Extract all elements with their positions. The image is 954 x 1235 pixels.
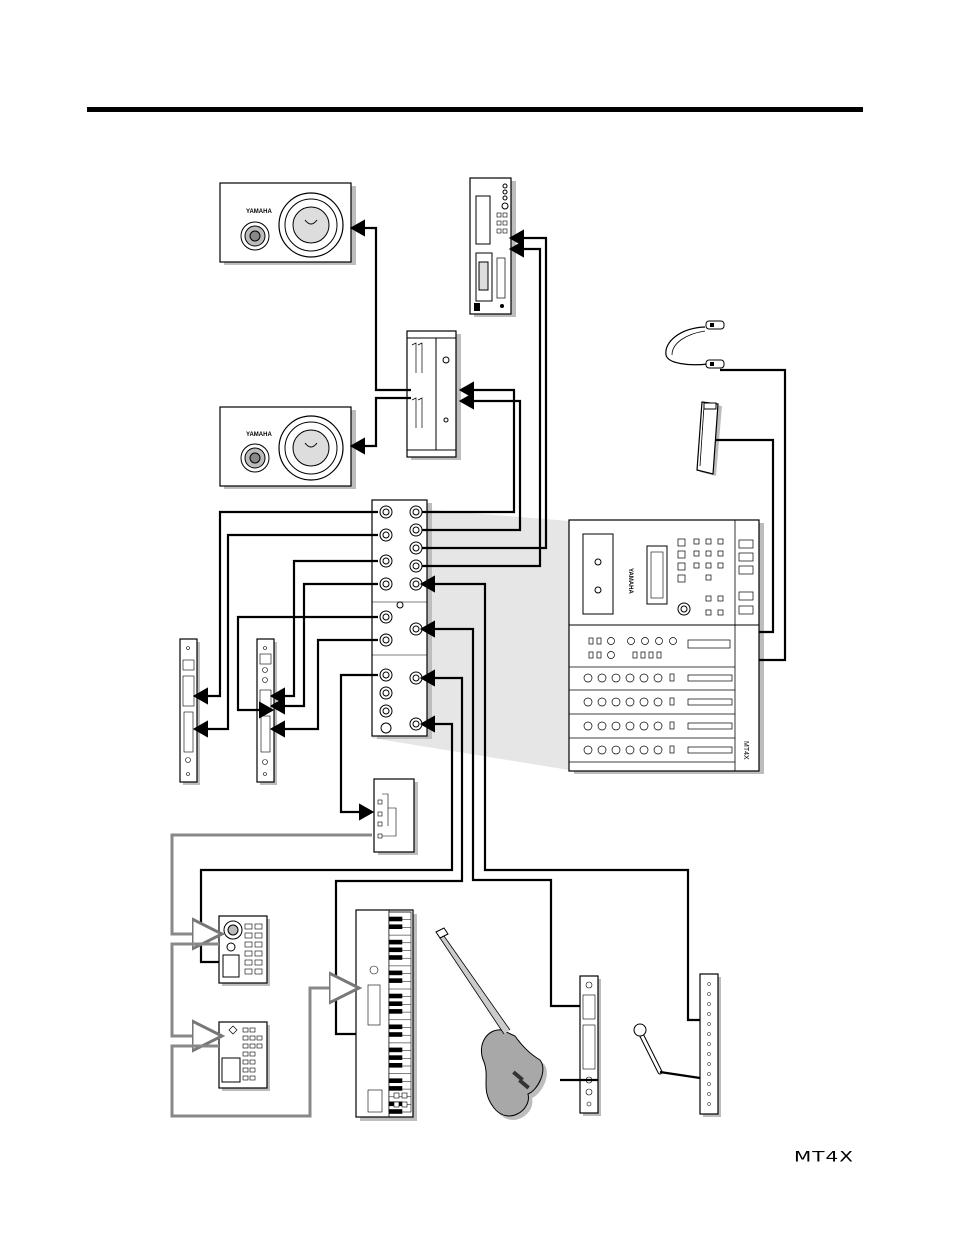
keyboard-black-key — [389, 948, 402, 952]
keyboard-black-key — [389, 940, 402, 944]
effects-unit-1 — [180, 639, 200, 785]
compressor — [580, 976, 601, 1116]
midi-thru-box — [374, 779, 418, 855]
keyboard-black-key — [389, 1063, 402, 1067]
keyboard-black-key — [389, 925, 402, 929]
microphone — [634, 1024, 660, 1072]
keyboard-black-key — [389, 1110, 402, 1114]
speaker-brand-label-2: YAMAHA — [246, 432, 272, 438]
speaker-brand-label-1: YAMAHA — [246, 209, 272, 215]
synthesizer — [356, 910, 417, 1121]
mt4x-multitrack: YAMAHA — [569, 520, 764, 774]
keyboard-black-key — [389, 1086, 402, 1090]
keyboard-black-key — [389, 1009, 402, 1013]
monitor-speaker-2: YAMAHA — [220, 407, 356, 489]
keyboard-black-key — [389, 1048, 402, 1052]
keyboard-black-key — [389, 1056, 402, 1060]
drum-machine — [219, 916, 270, 986]
power-amplifier — [407, 331, 461, 460]
keyboard-black-key — [389, 994, 402, 998]
keyboard-black-key — [389, 917, 402, 921]
keyboard-black-key — [389, 979, 402, 983]
headphones — [666, 321, 724, 368]
mt4x-logo: MT4X — [794, 1148, 854, 1165]
keyboard-black-key — [389, 1033, 402, 1037]
keyboard-black-key — [389, 1079, 402, 1083]
electric-guitar — [436, 928, 547, 1120]
keyboard-black-key — [389, 956, 402, 960]
keyboard-black-key — [389, 1002, 402, 1006]
effects-unit-2 — [257, 639, 277, 785]
microphone-preamp — [700, 974, 721, 1117]
mixer-model-label: MT4X — [742, 741, 749, 760]
monitor-speaker-1: YAMAHA — [220, 183, 356, 265]
mixer-brand-label: YAMAHA — [627, 568, 633, 594]
keyboard-black-key — [389, 971, 402, 975]
keyboard-black-key — [389, 1025, 402, 1029]
sequencer — [219, 1022, 270, 1091]
cassette-deck — [470, 178, 516, 317]
